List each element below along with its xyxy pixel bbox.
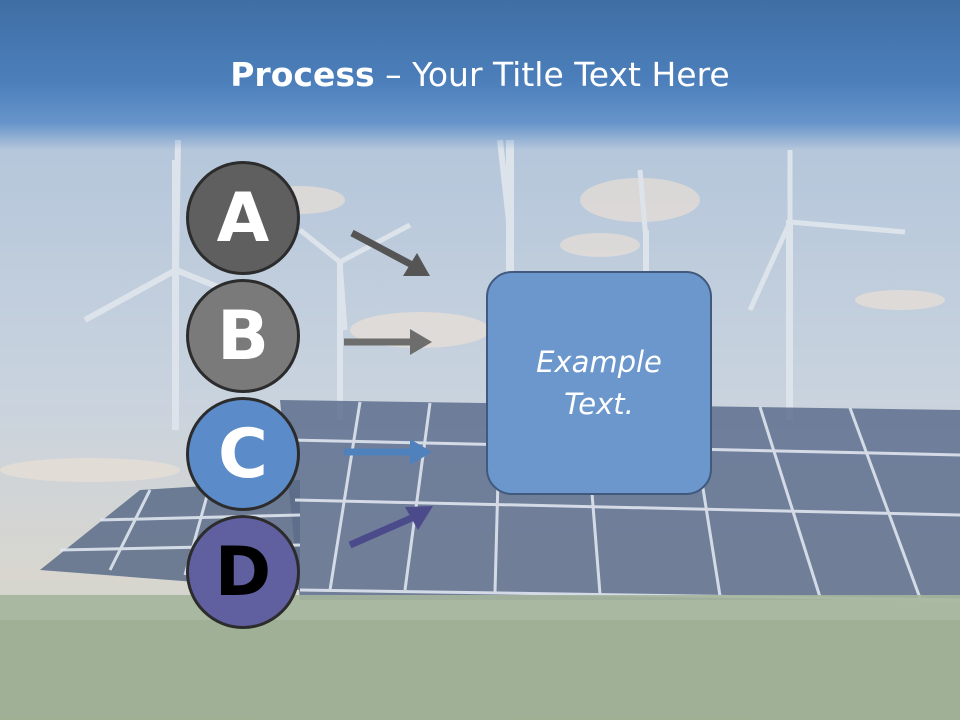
slide-title: Process – Your Title Text Here — [0, 50, 960, 100]
content-box: Example Text. — [486, 271, 712, 495]
title-bar — [0, 0, 960, 150]
arrow-d — [348, 506, 433, 549]
title-bold: Process — [230, 55, 375, 94]
solar-panels — [40, 400, 960, 602]
step-letter-d: D — [214, 532, 272, 612]
step-circle-c: C — [186, 397, 300, 511]
step-circle-b: B — [186, 279, 300, 393]
arrow-b — [344, 329, 432, 355]
step-letter-b: B — [217, 296, 269, 376]
step-circle-d: D — [186, 515, 300, 629]
step-letter-a: A — [216, 178, 270, 258]
title-rest: – Your Title Text Here — [374, 55, 730, 94]
step-circle-a: A — [186, 161, 300, 275]
step-letter-c: C — [218, 414, 268, 494]
arrow-a — [350, 229, 430, 276]
content-box-text: Example Text. — [536, 345, 662, 421]
arrow-c — [344, 439, 432, 465]
